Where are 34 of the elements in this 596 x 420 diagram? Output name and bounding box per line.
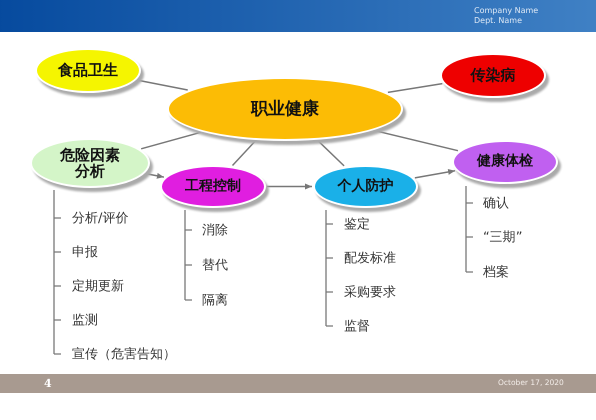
node-label: 危险因素分析 (58, 146, 121, 180)
list-item: 监测 (72, 312, 98, 329)
arrow (414, 169, 456, 179)
list-item: 档案 (483, 264, 509, 281)
node-label: 食品卫生 (58, 62, 118, 79)
connector-line (137, 79, 188, 91)
node-label: 传染病 (470, 67, 516, 84)
header-note: Company Name (474, 6, 538, 15)
header-note: Dept. Name (474, 16, 522, 25)
list-item: 消除 (202, 222, 228, 239)
node-label: 职业健康 (251, 100, 319, 118)
list-item: 监督 (344, 318, 370, 335)
list-item: 替代 (202, 257, 228, 274)
connector-line (140, 132, 201, 150)
list-item: 采购要求 (344, 284, 396, 301)
node-label: 健康体检 (477, 154, 533, 170)
list-item: 配发标准 (344, 250, 396, 267)
page-number: 4 (44, 377, 52, 390)
connector-line (317, 140, 345, 166)
list-item: 定期更新 (72, 278, 124, 295)
list-item: 隔离 (202, 292, 228, 309)
list-item: 分析/评价 (72, 210, 128, 227)
connector-line (388, 82, 442, 94)
list-item: 宣传（危害告知） (72, 346, 176, 363)
arrow (146, 172, 164, 179)
connector-line (232, 140, 256, 166)
node-label: 个人防护 (338, 178, 394, 194)
list-item: 鉴定 (344, 216, 370, 233)
list-item: 申报 (72, 244, 98, 261)
arrow (267, 184, 312, 190)
connector-line (374, 130, 458, 152)
list-item: 确认 (483, 195, 509, 212)
list-item: “三期” (483, 229, 522, 246)
node-label: 工程控制 (185, 178, 241, 194)
